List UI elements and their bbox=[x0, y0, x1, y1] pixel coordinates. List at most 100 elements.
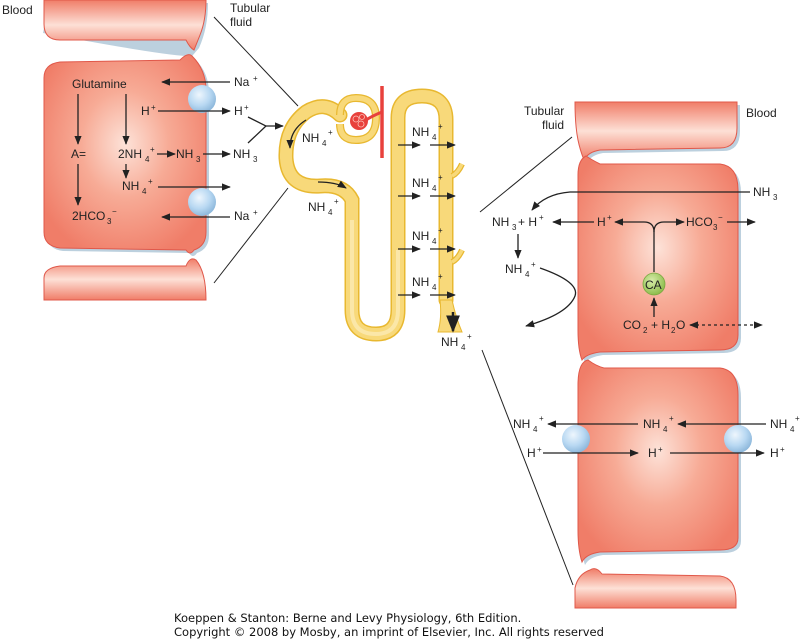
svg-text:3: 3 bbox=[713, 223, 718, 232]
label-na-top: Na+ bbox=[234, 74, 258, 89]
svg-text:4: 4 bbox=[432, 283, 437, 292]
guide-line-right-top bbox=[479, 136, 573, 213]
left-top-cell bbox=[43, 0, 208, 57]
svg-text:H: H bbox=[527, 446, 536, 460]
svg-text:CO: CO bbox=[623, 318, 641, 332]
svg-text:+: + bbox=[537, 445, 542, 454]
svg-text:H: H bbox=[770, 446, 779, 460]
svg-text:+: + bbox=[539, 414, 544, 423]
svg-text:+: + bbox=[531, 260, 536, 269]
label-tubular-right-1: Tubular bbox=[524, 104, 564, 118]
svg-text:H: H bbox=[234, 104, 243, 118]
svg-text:NH: NH bbox=[643, 417, 660, 431]
svg-text:+ H: + H bbox=[518, 215, 537, 229]
left-bottom-cell bbox=[43, 258, 207, 301]
caption-line-1: Koeppen & Stanton: Berne and Levy Physio… bbox=[174, 611, 522, 625]
svg-text:2NH: 2NH bbox=[118, 147, 142, 161]
label-a-eq: A= bbox=[71, 147, 86, 161]
svg-text:+: + bbox=[780, 445, 785, 454]
svg-text:3: 3 bbox=[107, 217, 112, 226]
right-arrows bbox=[514, 191, 766, 457]
left-transporter-top bbox=[188, 85, 216, 113]
svg-text:NH: NH bbox=[441, 335, 458, 349]
svg-text:−: − bbox=[718, 213, 723, 222]
svg-text:NH: NH bbox=[412, 125, 429, 139]
label-glutamine: Glutamine bbox=[72, 77, 127, 91]
right-top-cell bbox=[574, 101, 740, 163]
svg-text:+: + bbox=[658, 445, 663, 454]
svg-text:4: 4 bbox=[322, 139, 327, 148]
svg-text:+: + bbox=[334, 197, 339, 206]
svg-text:NH: NH bbox=[308, 200, 325, 214]
svg-text:+: + bbox=[438, 122, 443, 131]
svg-text:4: 4 bbox=[663, 425, 668, 434]
svg-text:+: + bbox=[151, 103, 156, 112]
svg-text:NH: NH bbox=[513, 417, 530, 431]
nephron-arrows bbox=[286, 119, 456, 299]
svg-text:−: − bbox=[112, 207, 117, 216]
guide-line-right-bottom bbox=[481, 349, 574, 586]
svg-text:2: 2 bbox=[643, 326, 648, 335]
right-transporter-left bbox=[562, 425, 590, 453]
svg-text:4: 4 bbox=[432, 237, 437, 246]
svg-text:Na: Na bbox=[234, 75, 250, 89]
label-tubular-right-2: fluid bbox=[542, 118, 564, 132]
left-middle-cell bbox=[43, 54, 209, 256]
label-tubular-left-1: Tubular bbox=[230, 1, 270, 15]
svg-text:H: H bbox=[141, 104, 150, 118]
svg-text:+: + bbox=[328, 128, 333, 137]
svg-text:4: 4 bbox=[525, 270, 530, 279]
guide-line-left-bottom bbox=[213, 187, 289, 284]
label-h-cell-right: H+ bbox=[597, 213, 612, 229]
left-transporter-bottom bbox=[188, 188, 216, 216]
svg-text:HCO: HCO bbox=[686, 215, 713, 229]
svg-text:Na: Na bbox=[234, 209, 250, 223]
label-ca: CA bbox=[645, 278, 662, 292]
svg-text:4: 4 bbox=[790, 425, 795, 434]
svg-text:+: + bbox=[438, 226, 443, 235]
svg-text:+: + bbox=[150, 145, 155, 154]
glomerulus bbox=[350, 86, 384, 158]
svg-text:NH: NH bbox=[122, 179, 139, 193]
carbonic-anhydrase bbox=[642, 272, 666, 296]
right-upper-cell bbox=[577, 155, 741, 363]
svg-text:+: + bbox=[467, 332, 472, 341]
svg-text:3: 3 bbox=[512, 223, 517, 232]
label-tubular-left-2: fluid bbox=[230, 15, 252, 29]
svg-text:+: + bbox=[438, 272, 443, 281]
svg-text:4: 4 bbox=[432, 184, 437, 193]
guide-line-left-top bbox=[213, 16, 299, 107]
svg-text:NH: NH bbox=[753, 185, 770, 199]
svg-text:NH: NH bbox=[233, 147, 250, 161]
right-transporter-right bbox=[724, 425, 752, 453]
svg-text:4: 4 bbox=[142, 187, 147, 196]
svg-text:2: 2 bbox=[671, 326, 676, 335]
svg-text:+ H: + H bbox=[651, 318, 670, 332]
svg-text:+: + bbox=[244, 103, 249, 112]
right-lower-cell bbox=[577, 359, 741, 565]
svg-text:4: 4 bbox=[328, 208, 333, 217]
svg-text:NH: NH bbox=[176, 147, 193, 161]
svg-text:NH: NH bbox=[412, 176, 429, 190]
label-blood-right: Blood bbox=[746, 106, 777, 120]
left-arrows bbox=[74, 78, 284, 221]
svg-text:2HCO: 2HCO bbox=[72, 209, 105, 223]
